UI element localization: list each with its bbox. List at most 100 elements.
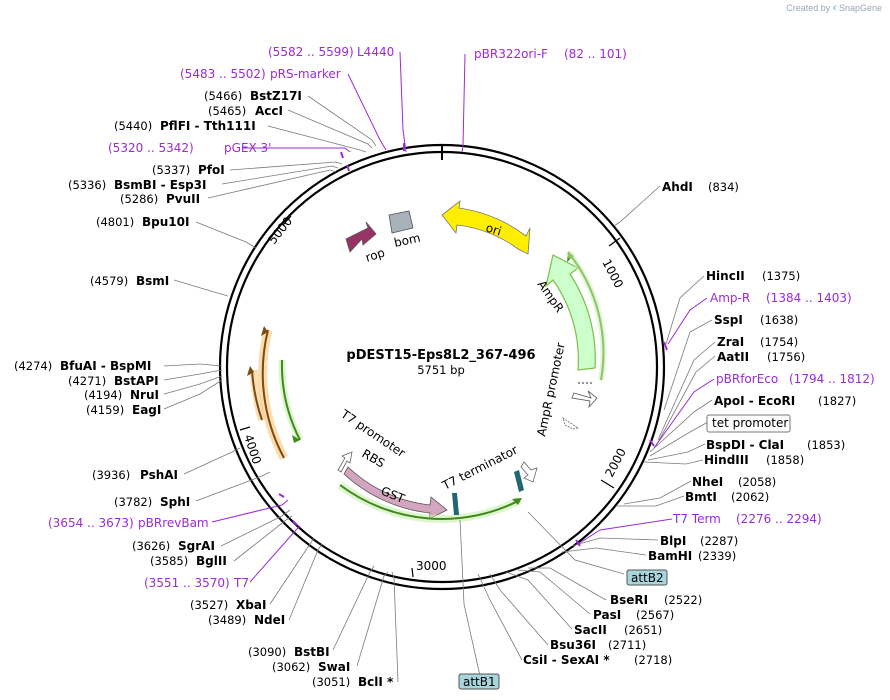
enzyme-sspi[interactable]: SspI (714, 313, 743, 327)
enzyme-bsmbi-esp3i[interactable]: BsmBI - Esp3I (114, 178, 206, 192)
enzyme-pos-zrai: (1754) (760, 335, 798, 349)
plasmid-name: pDEST15-Eps8L2_367-496 (346, 348, 535, 363)
attb1-box[interactable]: attB1 (458, 673, 500, 690)
enzyme-aatii[interactable]: AatII (717, 350, 749, 364)
enzyme-swai[interactable]: SwaI (318, 660, 350, 674)
primer-prs-marker[interactable]: pRS-marker (270, 67, 341, 81)
enzyme-pos-sgrai: (3626) (132, 539, 170, 553)
enzyme-pos-aatii: (1756) (767, 350, 805, 364)
tick-1000: 1000 (599, 237, 626, 290)
primer-l4440[interactable]: L4440 (357, 45, 394, 59)
plasmid-length: 5751 bp (417, 363, 465, 377)
primer-range-pgex3: (5320 .. 5342) (108, 141, 194, 155)
feature-label-ampr-promoter: AmpR promoter (534, 341, 568, 437)
leaders-left (163, 363, 399, 683)
enzyme-sphi[interactable]: SphI (160, 495, 190, 509)
tet-promoter-box[interactable]: tet promoter (706, 414, 791, 433)
primer-range-l4440: (5582 .. 5599) (268, 45, 354, 59)
enzyme-nrui[interactable]: NruI (130, 388, 159, 402)
enzyme-bstapi[interactable]: BstAPI (114, 374, 159, 388)
enzyme-sgrai[interactable]: SgrAI (178, 539, 215, 553)
enzyme-ndei[interactable]: NdeI (254, 613, 285, 627)
enzyme-pos-bstbi: (3090) (248, 645, 286, 659)
enzyme-pflfi-tth111i[interactable]: PflFI - Tth111I (160, 119, 256, 133)
feature-tet-promoter-arrow[interactable] (562, 417, 580, 430)
primer-range-pbrrevbam: (3654 .. 3673) (48, 516, 134, 530)
enzyme-pos-ndei: (3489) (208, 613, 246, 627)
enzyme-hincii[interactable]: HincII (706, 269, 745, 283)
enzyme-bseri[interactable]: BseRI (610, 593, 648, 607)
attb2-box[interactable]: attB2 (626, 569, 668, 586)
enzyme-pos-sphi: (3782) (114, 495, 152, 509)
primer-range-t7-term: (2276 .. 2294) (736, 512, 822, 526)
enzyme-pos-bstapi: (4271) (68, 374, 106, 388)
enzyme-pos-bfuai: (4274) (14, 359, 52, 373)
feature-ampr[interactable]: AmpR (535, 250, 607, 384)
enzyme-pos-bsmi: (4579) (90, 274, 128, 288)
enzyme-bfuai-bspmi[interactable]: BfuAI - BspMI (60, 359, 151, 373)
enzyme-nhei[interactable]: NheI (692, 475, 723, 489)
enzyme-bpu10i[interactable]: Bpu10I (142, 215, 189, 229)
enzyme-eagi[interactable]: EagI (132, 403, 161, 417)
primer-t7-term[interactable]: T7 Term (672, 512, 721, 526)
tet-promoter-label: tet promoter (712, 416, 788, 430)
enzyme-pos-blpi: (2287) (700, 534, 738, 548)
tick-3000: 3000 (411, 559, 447, 578)
enzyme-pfoi[interactable]: PfoI (198, 163, 225, 177)
enzyme-zrai[interactable]: ZraI (717, 335, 744, 349)
enzyme-pos-bamhi: (2339) (698, 549, 736, 563)
enzyme-bstz17i[interactable]: BstZ17I (250, 89, 302, 103)
snapgene-credit: Created by ‹ SnapGene (786, 2, 882, 14)
tick-label-5000: 5000 (265, 214, 295, 247)
enzyme-bmti[interactable]: BmtI (685, 490, 717, 504)
tick-label-3000: 3000 (416, 559, 447, 573)
tick-5000: 5000 (265, 214, 295, 247)
enzyme-pos-pasi: (2567) (636, 608, 674, 622)
enzyme-pshai[interactable]: PshAI (140, 468, 178, 482)
primer-pbr322ori-f[interactable]: pBR322ori-F (474, 47, 548, 61)
enzyme-pvuii[interactable]: PvuII (166, 192, 200, 206)
primer-range-amp-r: (1384 .. 1403) (766, 291, 852, 305)
feature-ori[interactable]: ori (441, 200, 531, 255)
primer-t7[interactable]: T7 (233, 576, 249, 590)
leaders-top-left (173, 51, 466, 297)
enzyme-bglii[interactable]: BglII (196, 554, 227, 568)
enzyme-bamhi[interactable]: BamHI (648, 549, 692, 563)
enzyme-pos-bspdi: (1853) (807, 438, 845, 452)
enzyme-bstbi[interactable]: BstBI (294, 645, 330, 659)
snapgene-logo-icon: ‹ (832, 2, 837, 14)
feature-bom[interactable]: bom (388, 210, 422, 250)
enzyme-pos-bsu36i: (2711) (608, 638, 646, 652)
enzyme-acci[interactable]: AccI (255, 104, 283, 118)
feature-gst[interactable]: GST (337, 466, 522, 523)
enzyme-pos-acci: (5465) (208, 104, 246, 118)
enzyme-bsmi[interactable]: BsmI (136, 274, 169, 288)
attb2-marker (514, 470, 524, 492)
enzyme-bspdi-clai[interactable]: BspDI - ClaI (706, 438, 784, 452)
enzyme-bcli[interactable]: BclI * (358, 675, 394, 689)
enzyme-pos-ahdi: (834) (708, 180, 739, 194)
feature-rbs: RBS (360, 446, 388, 470)
primer-pbrrevbam[interactable]: pBRrevBam (138, 516, 209, 530)
enzyme-apoi-ecori[interactable]: ApoI - EcoRI (714, 394, 795, 408)
primer-pgex3[interactable]: pGEX 3' (224, 141, 271, 155)
attb1-marker (452, 493, 459, 515)
enzyme-pos-eagi: (4159) (86, 403, 124, 417)
enzyme-xbai[interactable]: XbaI (236, 598, 266, 612)
enzyme-pos-pflfi: (5440) (114, 119, 152, 133)
feature-rop[interactable]: rop (345, 221, 387, 265)
enzyme-pos-bpu10i: (4801) (96, 215, 134, 229)
primer-amp-r[interactable]: Amp-R (710, 291, 750, 305)
enzyme-bsu36i[interactable]: Bsu36I (550, 638, 596, 652)
enzyme-hindiii[interactable]: HindIII (704, 453, 749, 467)
enzyme-ahdi[interactable]: AhdI (662, 180, 693, 194)
enzyme-blpi[interactable]: BlpI (660, 534, 686, 548)
enzyme-pos-bstz17i: (5466) (204, 89, 242, 103)
enzyme-pos-sacii: (2651) (624, 623, 662, 637)
feature-label-ori: ori (484, 221, 503, 239)
enzyme-sacii[interactable]: SacII (574, 623, 607, 637)
enzyme-csii-sexai[interactable]: CsiI - SexAI * (523, 653, 610, 667)
primer-pbrforeco[interactable]: pBRforEco (716, 372, 778, 386)
enzyme-pasi[interactable]: PasI (593, 608, 621, 622)
credit-brand: SnapGene (838, 3, 882, 13)
